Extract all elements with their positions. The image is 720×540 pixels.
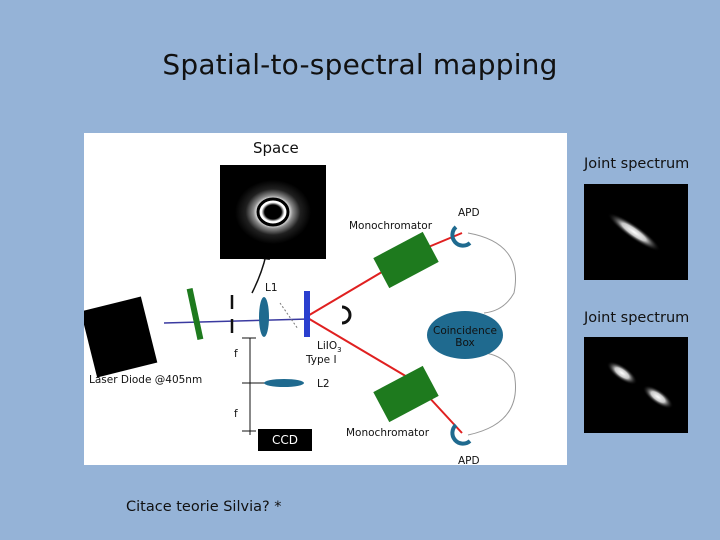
apd-top-label: APD <box>458 207 480 219</box>
beamsplitter <box>279 302 299 330</box>
space-ring <box>235 180 311 244</box>
ccd-label: CCD <box>272 433 298 447</box>
green-filter <box>186 287 204 341</box>
monochromator-bottom <box>373 365 439 423</box>
lens-l1-label: L1 <box>265 282 278 294</box>
ccd <box>258 429 312 451</box>
space-label: Space <box>253 139 299 157</box>
joint-spectrum-image-bottom <box>584 337 688 433</box>
citation: Citace teorie Silvia? * <box>126 499 282 515</box>
space-arrow <box>251 254 267 294</box>
beam-dump <box>341 305 352 325</box>
joint-spectrum-label-top: Joint spectrum <box>584 156 690 172</box>
signal-beam-lower <box>305 316 415 382</box>
laser-diode <box>84 296 158 378</box>
monochromator-top-label: Monochromator <box>349 220 433 232</box>
focal-label-top: f <box>234 348 238 360</box>
crystal-type-label: Type I <box>305 354 337 366</box>
apd-top <box>450 225 472 248</box>
apd-bottom-label: APD <box>458 455 480 465</box>
laser-label: Laser Diode @405nm <box>89 374 202 386</box>
joint-spectrum-label-bottom: Joint spectrum <box>584 310 690 326</box>
crystal <box>304 291 310 337</box>
setup-diagram-svg: Laser Diode @405nm L1 LiIO3 Type I f f L… <box>84 165 516 465</box>
coincidence-label-2: Box <box>455 337 475 349</box>
setup-diagram: Laser Diode @405nm L1 LiIO3 Type I f f L… <box>84 133 567 465</box>
focal-label-bottom: f <box>234 408 238 420</box>
slide-title: Spatial-to-spectral mapping <box>162 48 558 81</box>
cable-bottom <box>467 352 516 436</box>
apd-bottom <box>450 423 472 446</box>
coincidence-label-1: Coincidence <box>433 325 497 337</box>
crystal-label: LiIO3 <box>317 340 342 354</box>
coincidence-box <box>427 311 503 359</box>
lens-l2-label: L2 <box>317 378 330 390</box>
lens-l2 <box>264 379 304 387</box>
pump-beam <box>163 318 310 324</box>
cable-top <box>467 232 516 314</box>
joint-spectrum-image-top <box>584 184 688 280</box>
monochromator-bottom-label: Monochromator <box>346 427 430 439</box>
lens-l1 <box>259 297 269 337</box>
monochromator-top <box>373 231 439 289</box>
